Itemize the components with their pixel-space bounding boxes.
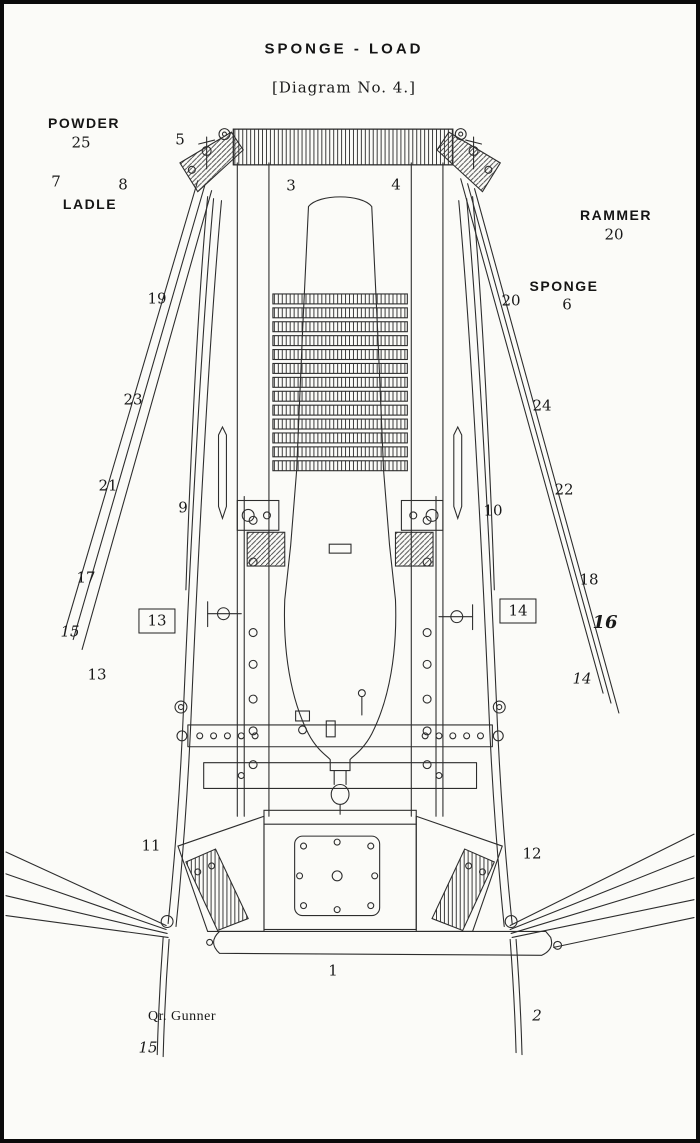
breeching-coil xyxy=(272,293,408,472)
callout-1: 1 xyxy=(328,961,338,980)
rear-cross-bar xyxy=(206,930,563,956)
callout-15-left: 15 xyxy=(60,622,80,641)
callout-2: 2 xyxy=(532,1006,542,1025)
handspikes xyxy=(217,425,463,521)
callout-24: 24 xyxy=(532,396,552,415)
callout-22: 22 xyxy=(554,480,574,499)
label-rammer: RAMMER xyxy=(580,207,652,223)
callout-11: 11 xyxy=(141,836,161,855)
callout-9: 9 xyxy=(178,498,188,517)
label-ladle: LADLE xyxy=(62,196,118,212)
tackle-ropes xyxy=(5,178,695,1058)
boxed-callout-13: 13 xyxy=(138,608,176,634)
callout-3: 3 xyxy=(286,176,296,195)
carriage-rails xyxy=(236,162,444,817)
callout-12: 12 xyxy=(522,844,542,863)
label-qr-gunner: Qr. Gunner xyxy=(148,1009,216,1024)
callout-19: 19 xyxy=(147,289,167,308)
top-transom xyxy=(179,128,502,193)
callout-13: 13 xyxy=(87,665,107,684)
callout-powder-25: 25 xyxy=(71,133,91,152)
boxed-callout-14: 14 xyxy=(499,598,537,624)
cannon-barrel xyxy=(283,196,397,815)
trunnion-assemblies xyxy=(207,499,474,631)
callout-6: 6 xyxy=(562,295,572,314)
callout-17: 17 xyxy=(76,568,96,587)
callout-4: 4 xyxy=(391,175,401,194)
label-sponge: SPONGE xyxy=(529,278,599,294)
callout-14: 14 xyxy=(572,669,592,688)
callout-15-bottom: 15 xyxy=(138,1038,158,1057)
label-powder: POWDER xyxy=(48,115,120,131)
callout-5: 5 xyxy=(175,130,185,149)
gun-carriage-engraving xyxy=(5,128,695,1058)
callout-20: 20 xyxy=(501,291,521,310)
callout-21: 21 xyxy=(98,476,118,495)
diagram-subtitle: [Diagram No. 4.] xyxy=(272,78,416,97)
callout-23: 23 xyxy=(123,390,143,409)
callout-18: 18 xyxy=(579,570,599,589)
callout-16: 16 xyxy=(592,612,618,633)
diagram-title: SPONGE - LOAD xyxy=(264,40,424,58)
callout-rammer-20: 20 xyxy=(604,225,624,244)
callout-8: 8 xyxy=(118,175,128,194)
rear-transoms xyxy=(176,724,504,790)
slide-block xyxy=(263,809,417,931)
callout-10: 10 xyxy=(483,501,503,520)
side-wedges xyxy=(177,815,503,933)
callout-7: 7 xyxy=(51,172,61,191)
